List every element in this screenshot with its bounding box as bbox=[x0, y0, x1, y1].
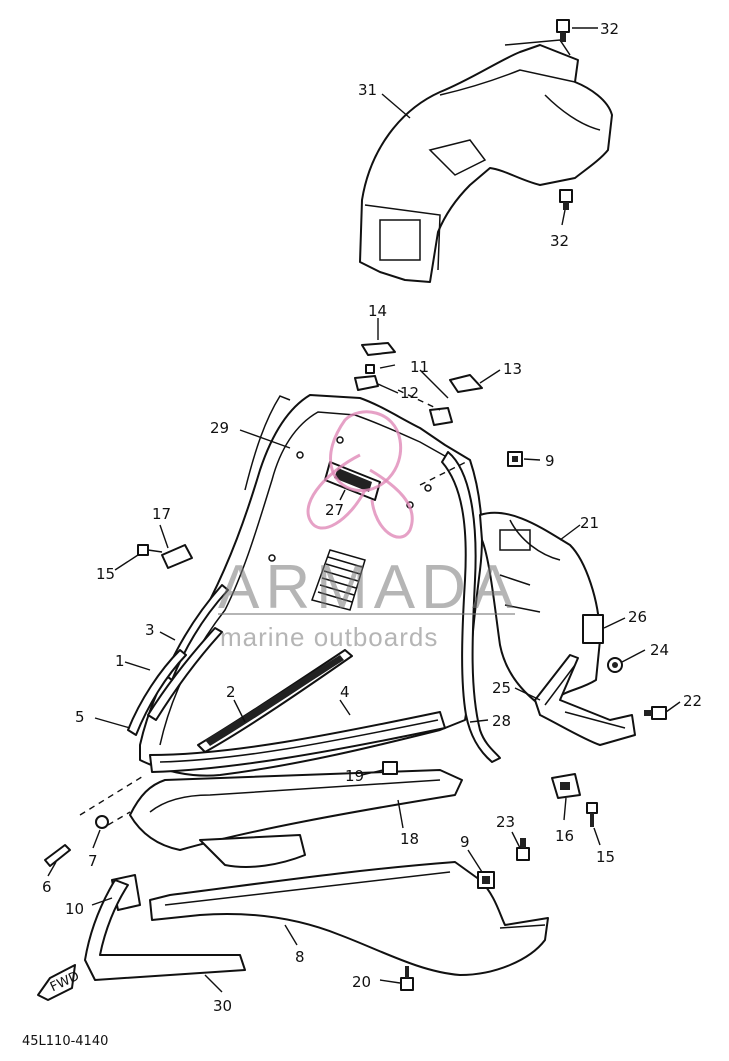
rear-fender-part-31 bbox=[359, 39, 613, 283]
nut-part-24 bbox=[607, 657, 623, 673]
vent-grille bbox=[311, 549, 366, 611]
callout-7: 7 bbox=[88, 852, 98, 870]
forward-direction-arrow: FWD bbox=[37, 964, 82, 1001]
callout-28: 28 bbox=[492, 712, 511, 730]
callout-17: 17 bbox=[152, 505, 171, 523]
watermark-logo bbox=[306, 410, 414, 539]
callout-21: 21 bbox=[580, 514, 599, 532]
strip-part-30 bbox=[84, 879, 246, 981]
callout-10: 10 bbox=[65, 900, 84, 918]
molding-part-28 bbox=[441, 451, 501, 763]
clip-part-17 bbox=[161, 544, 193, 569]
callout-16: 16 bbox=[555, 827, 574, 845]
watermark-tagline: marine outboards bbox=[220, 622, 438, 652]
frame-part-18 bbox=[129, 769, 463, 868]
bottom-cover-part-8 bbox=[149, 861, 549, 976]
assembly-dashed-lines bbox=[79, 389, 471, 826]
callout-8: 8 bbox=[295, 948, 305, 966]
callout-31: 31 bbox=[358, 81, 377, 99]
clip-part-26 bbox=[582, 614, 604, 644]
callout-22: 22 bbox=[683, 692, 702, 710]
callout-25: 25 bbox=[492, 679, 511, 697]
leader-lines bbox=[47, 27, 681, 993]
callout-18: 18 bbox=[400, 830, 419, 848]
bolt-part-20 bbox=[400, 966, 414, 991]
callout-23: 23 bbox=[496, 813, 515, 831]
clip-part-19 bbox=[382, 761, 398, 775]
callout-15-left: 15 bbox=[96, 565, 115, 583]
callout-27: 27 bbox=[325, 501, 344, 519]
nut-part-9-upper bbox=[507, 451, 523, 467]
seal-strip-part-1 bbox=[147, 627, 223, 721]
callout-9-lower: 9 bbox=[460, 833, 470, 851]
callout-30: 30 bbox=[213, 997, 232, 1015]
clip-part-12 bbox=[354, 375, 453, 426]
washer-part-7 bbox=[95, 815, 109, 829]
watermark-brand: ARMADA bbox=[218, 553, 519, 622]
callout-3: 3 bbox=[145, 621, 155, 639]
callout-24: 24 bbox=[650, 641, 669, 659]
molding-part-5 bbox=[127, 649, 187, 736]
screw-part-15-right bbox=[586, 802, 598, 827]
callout-26: 26 bbox=[628, 608, 647, 626]
callout-2: 2 bbox=[226, 683, 236, 701]
cap-part-14 bbox=[361, 342, 396, 356]
bracket-part-16 bbox=[551, 773, 581, 799]
bolt-part-22 bbox=[644, 706, 667, 720]
bolt-part-23 bbox=[516, 838, 530, 861]
callout-32-side: 32 bbox=[550, 232, 569, 250]
rivet-part-6 bbox=[44, 844, 71, 867]
trim-part-4 bbox=[149, 711, 446, 773]
callout-13: 13 bbox=[503, 360, 522, 378]
bracket-part-25 bbox=[534, 654, 636, 746]
cap-part-13 bbox=[449, 374, 483, 393]
screw-part-15-left bbox=[137, 544, 163, 556]
callout-6: 6 bbox=[42, 878, 52, 896]
nut-part-9-lower bbox=[477, 871, 495, 889]
callout-12: 12 bbox=[400, 384, 419, 402]
callout-19: 19 bbox=[345, 767, 364, 785]
callout-29: 29 bbox=[210, 419, 229, 437]
bolt-part-32-side bbox=[559, 189, 573, 210]
screw-part-11 bbox=[365, 364, 375, 374]
seal-part-2 bbox=[197, 649, 353, 753]
diagram-code: 45L110-4140 bbox=[22, 1034, 108, 1049]
callout-20: 20 bbox=[352, 973, 371, 991]
callout-labels: 31 32 32 14 11 12 13 29 9 17 27 21 15 26… bbox=[42, 20, 702, 1015]
callout-32-top: 32 bbox=[600, 20, 619, 38]
callout-5: 5 bbox=[75, 708, 85, 726]
callout-1: 1 bbox=[115, 652, 125, 670]
watermark: ARMADA marine outboards bbox=[218, 410, 519, 652]
callout-11: 11 bbox=[410, 358, 429, 376]
callout-4: 4 bbox=[340, 683, 350, 701]
bolt-part-32-top bbox=[556, 19, 570, 42]
callout-15-right: 15 bbox=[596, 848, 615, 866]
callout-14: 14 bbox=[368, 302, 387, 320]
callout-9-upper: 9 bbox=[545, 452, 555, 470]
